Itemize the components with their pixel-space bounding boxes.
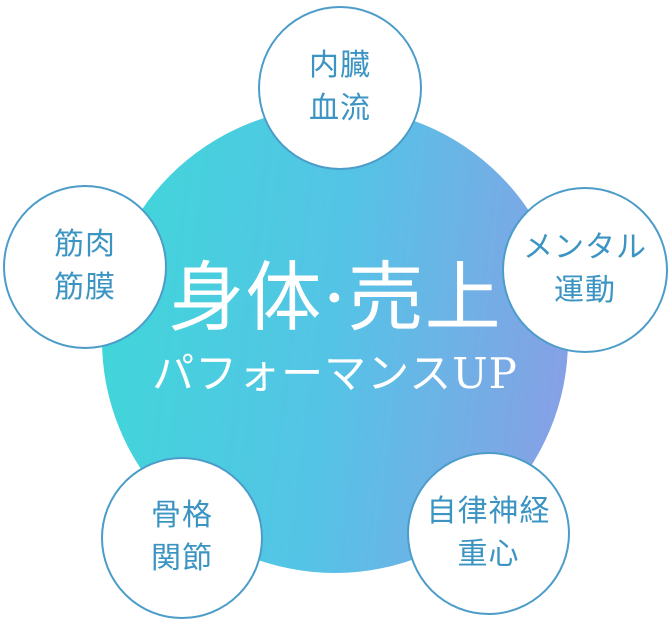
node-label-line: 自律神経	[426, 493, 551, 529]
node-circle-jiritsushinkei-jushin: 自律神経 重心	[407, 452, 570, 615]
node-label-line: 血流	[309, 91, 371, 126]
node-circle-kinniku-kinmaku: 筋肉 筋膜	[3, 185, 167, 349]
node-label-line: 関節	[151, 541, 213, 576]
node-label-line: メンタル	[523, 230, 647, 266]
node-label-line: 内臓	[309, 48, 371, 84]
node-label-line: 運動	[554, 273, 616, 308]
node-label-line: 骨格	[151, 498, 213, 534]
node-circle-mental-undo: メンタル 運動	[502, 187, 668, 353]
node-label-line: 重心	[457, 536, 520, 572]
node-circle-naizo-ketsuryu: 内臓 血流	[258, 6, 422, 170]
node-label-line: 筋膜	[54, 270, 116, 305]
central-title: 身体·売上	[168, 252, 502, 342]
node-circle-kokkaku-kansetsu: 骨格 関節	[101, 457, 263, 619]
central-subtitle: パフォーマンスUP	[152, 348, 518, 398]
central-text-block: 身体·売上 パフォーマンスUP	[152, 252, 518, 398]
node-label-line: 筋肉	[54, 227, 116, 263]
